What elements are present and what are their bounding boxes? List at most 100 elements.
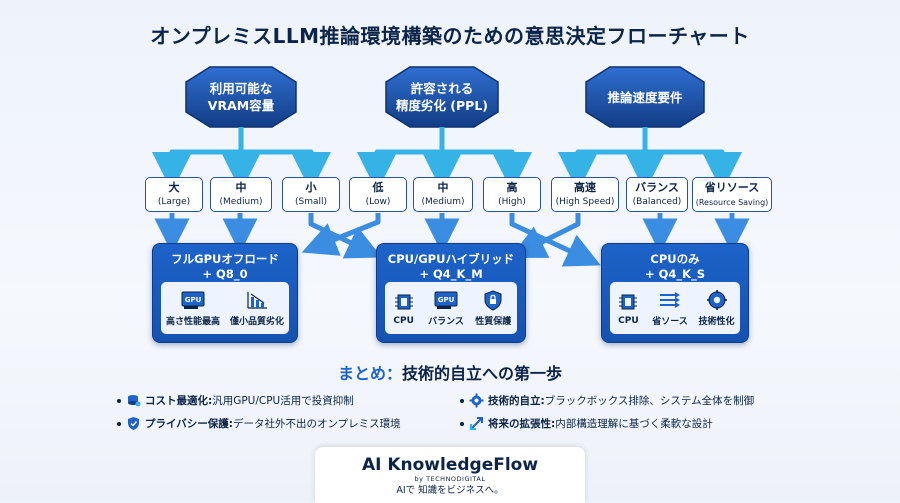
option-sub: (Low) [365, 196, 391, 207]
option-label: 低 [372, 180, 384, 194]
option-sub: (High Speed) [555, 196, 615, 207]
feature-label: CPU [618, 315, 639, 326]
feature: 僅小品質劣化 [230, 289, 284, 327]
coin-stack-icon [128, 395, 141, 407]
option-high: 高 (High) [483, 177, 541, 212]
option-sub: (High) [498, 196, 526, 207]
feature: CPU [391, 291, 417, 326]
gpu-chip-text: GPU [185, 296, 202, 304]
feature-label: CPU [393, 315, 414, 326]
result-hybrid: CPU/GPUハイブリッド + Q4_K_M CPU GPU バランス [376, 243, 526, 343]
brain-gear-icon [706, 290, 727, 310]
hex-ppl [385, 66, 499, 128]
option-label: 高 [506, 180, 518, 194]
hex-label-vram: 利用可能な VRAM容量 [186, 67, 296, 127]
result-line: + Q4_K_M [419, 267, 483, 281]
hex-label-speed: 推論速度要件 [586, 67, 704, 127]
option-medium-vram: 中 (Medium) [210, 177, 272, 212]
summary-title-prefix: まとめ [337, 364, 386, 383]
hex-speed [585, 66, 705, 128]
expand-arrows-icon [470, 417, 483, 430]
summary-title: まとめ：技術的自立への第一歩 [0, 360, 900, 384]
option-large: 大 (Large) [145, 177, 203, 212]
feature: CPU [615, 291, 641, 326]
option-sub: (Large) [157, 196, 191, 207]
feature-label: 性質保護 [475, 317, 512, 327]
brand-by: by TECHNODIGITAL [414, 475, 486, 483]
summary-item-text: 汎用GPU/CPU活用で投資抑制 [212, 395, 354, 407]
result-line: CPUのみ [650, 252, 700, 266]
result-line: + Q4_K_S [644, 267, 706, 281]
brand-logo: AI KnowledgeFlow [361, 455, 539, 475]
feature: GPU 高さ性能最高 [166, 289, 220, 327]
option-small: 小 (Small) [282, 177, 340, 212]
feature-label: 高さ性能最高 [165, 317, 220, 327]
option-label: 中 [437, 180, 449, 194]
option-sub: (Small) [294, 196, 328, 207]
bullet [460, 398, 464, 403]
cpu-chip-icon [619, 294, 638, 309]
summary-item-bold: 将来の拡張性: [488, 418, 556, 430]
summary-item-bold: プライバシー保護: [145, 418, 233, 430]
option-low: 低 (Low) [349, 177, 407, 212]
cpu-chip-icon [394, 294, 413, 309]
option-sub: (Resource Saving) [695, 197, 769, 207]
summary-item-text: データ社外不出のオンプレミス環境 [233, 418, 401, 430]
result-line: + Q8_0 [202, 267, 248, 281]
brand-card: AI KnowledgeFlow by TECHNODIGITAL AIで 知識… [315, 447, 585, 503]
option-balanced: バランス (Balanced) [626, 177, 688, 212]
feature-label: 技術性化 [698, 317, 735, 327]
gpu-card-icon: GPU [434, 291, 458, 309]
gpu-chip-text: GPU [438, 296, 455, 304]
page-title: オンプレミスLLM推論環境構築のための意思決定フローチャート [150, 24, 750, 48]
option-label: 小 [305, 180, 317, 194]
summary-item-autonomy: 技術的自立: ブラックボックス排除、システム全体を制御 [460, 393, 754, 408]
summary-item-text: ブラックボックス排除、システム全体を制御 [544, 395, 755, 407]
option-label: 大 [168, 180, 180, 194]
feature: 技術性化 [699, 289, 735, 327]
bullet [117, 398, 121, 403]
gear-icon [469, 393, 484, 408]
feature-label: バランス [428, 317, 464, 327]
summary-item-privacy: プライバシー保護: データ社外不出のオンプレミス環境 [117, 416, 401, 431]
result-features: CPU 省ソース 技術性化 [610, 282, 740, 334]
result-cpu-only: CPUのみ + Q4_K_S CPU 省ソース 技術性化 [601, 243, 749, 343]
option-high-speed: 高速 (High Speed) [551, 177, 619, 212]
brand-tagline: AIで 知識をビジネスへ。 [396, 485, 504, 496]
summary-title-sep: ： [385, 364, 402, 383]
result-title: フルGPUオフロード + Q8_0 [153, 252, 297, 282]
option-sub: (Medium) [421, 196, 465, 207]
option-label: 中 [235, 180, 247, 194]
hex-line: 精度劣化 (PPL) [395, 98, 489, 113]
bullet [117, 421, 121, 426]
shield-icon [128, 417, 139, 430]
result-line: フルGPUオフロード [171, 252, 279, 266]
summary-item-scalability: 将来の拡張性: 内部構造理解に基づく柔軟な設計 [460, 416, 713, 431]
hex-line: 推論速度要件 [607, 89, 683, 105]
result-title: CPUのみ + Q4_K_S [602, 252, 748, 282]
bullet [460, 421, 464, 426]
hex-line: VRAM容量 [207, 98, 275, 113]
result-line: CPU/GPUハイブリッド [387, 252, 515, 266]
hex-label-ppl: 許容される 精度劣化 (PPL) [386, 67, 498, 127]
result-title: CPU/GPUハイブリッド + Q4_K_M [377, 252, 525, 282]
hex-vram [185, 66, 297, 128]
feature-label: 省ソース [652, 317, 688, 327]
summary-item-bold: コスト最適化: [145, 395, 213, 407]
option-label: バランス [635, 180, 679, 194]
gpu-card-icon: GPU [181, 291, 205, 309]
feature: 性質保護 [475, 289, 511, 327]
option-resource-saving: 省リソース (Resource Saving) [692, 177, 772, 212]
option-label: 高速 [574, 180, 596, 194]
result-full-gpu: フルGPUオフロード + Q8_0 GPU 高さ性能最高 僅小品質劣化 [152, 243, 298, 343]
quality-chart-icon [247, 292, 267, 309]
option-label: 省リソース [704, 180, 760, 194]
summary-item-text: 内部構造理解に基づく柔軟な設計 [555, 418, 713, 430]
option-sub: (Medium) [219, 196, 263, 207]
option-sub: (Balanced) [632, 196, 682, 207]
summary-item-cost: コスト最適化: 汎用GPU/CPU活用で投資抑制 [117, 393, 354, 408]
summary-title-main: 技術的自立への第一歩 [402, 364, 563, 383]
feature: GPU バランス [428, 289, 464, 327]
arrows-right-icon [659, 292, 680, 308]
